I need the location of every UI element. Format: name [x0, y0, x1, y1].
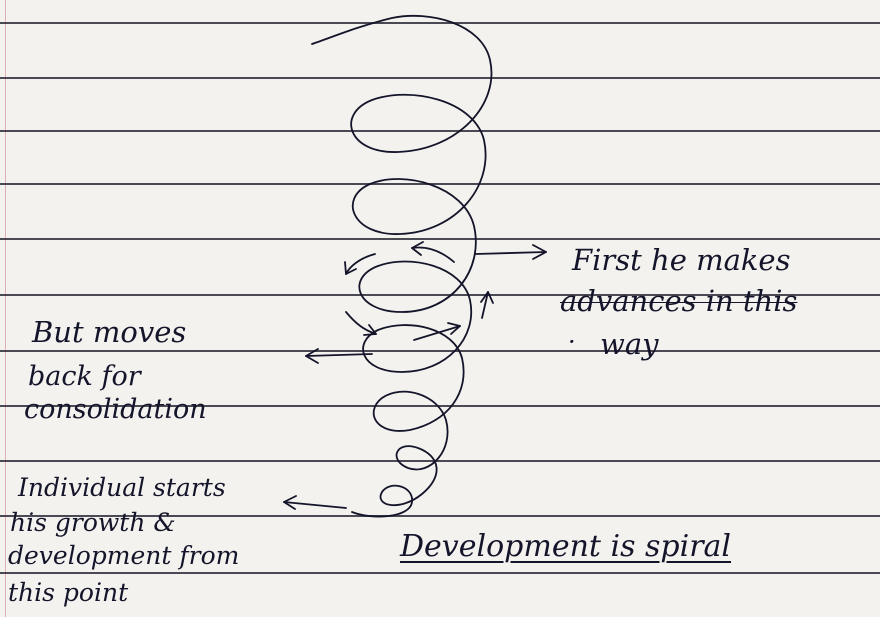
ruled-line: [0, 405, 880, 407]
label-start-line4: this point: [8, 578, 129, 607]
arrow-right-to-label: [475, 251, 547, 255]
label-start-line1: Individual starts: [18, 473, 226, 502]
arrow-bottom-right: [413, 325, 461, 341]
label-start-line3: development from: [8, 541, 240, 570]
ruled-line: [0, 294, 880, 296]
arrow-left-to-back-label: [305, 353, 373, 357]
ruled-line: [0, 515, 880, 517]
arrow-curved-top-left: [345, 253, 376, 275]
ruled-line: [0, 130, 880, 132]
label-start-line2: his growth &: [10, 508, 176, 537]
ruled-line: [0, 238, 880, 240]
label-moves-back-line2: back for: [28, 361, 141, 392]
spiral-coil: [311, 14, 493, 518]
label-moves-back-line3: consolidation: [24, 394, 207, 425]
label-first-advances-line3: way: [600, 327, 659, 361]
label-first-advances-line1: First he makes: [572, 243, 791, 277]
ruled-line: [0, 350, 880, 352]
arrow-curved-bottom-left: [345, 311, 377, 335]
ruled-line: [0, 77, 880, 79]
ruled-line: [0, 572, 880, 574]
label-first-advances-line2: advances in this: [560, 284, 798, 318]
arrow-curved-top: [411, 246, 455, 263]
margin-line: [5, 0, 6, 617]
label-moves-back-line1: But moves: [32, 315, 187, 349]
arrow-left-to-start-label: [283, 501, 347, 509]
ruled-line: [0, 22, 880, 24]
ruled-line: [0, 183, 880, 185]
arrow-up-right: [481, 291, 489, 319]
dot-mark: ·: [568, 328, 576, 356]
ruled-line: [0, 460, 880, 462]
main-statement: Development is spiral: [400, 529, 732, 564]
